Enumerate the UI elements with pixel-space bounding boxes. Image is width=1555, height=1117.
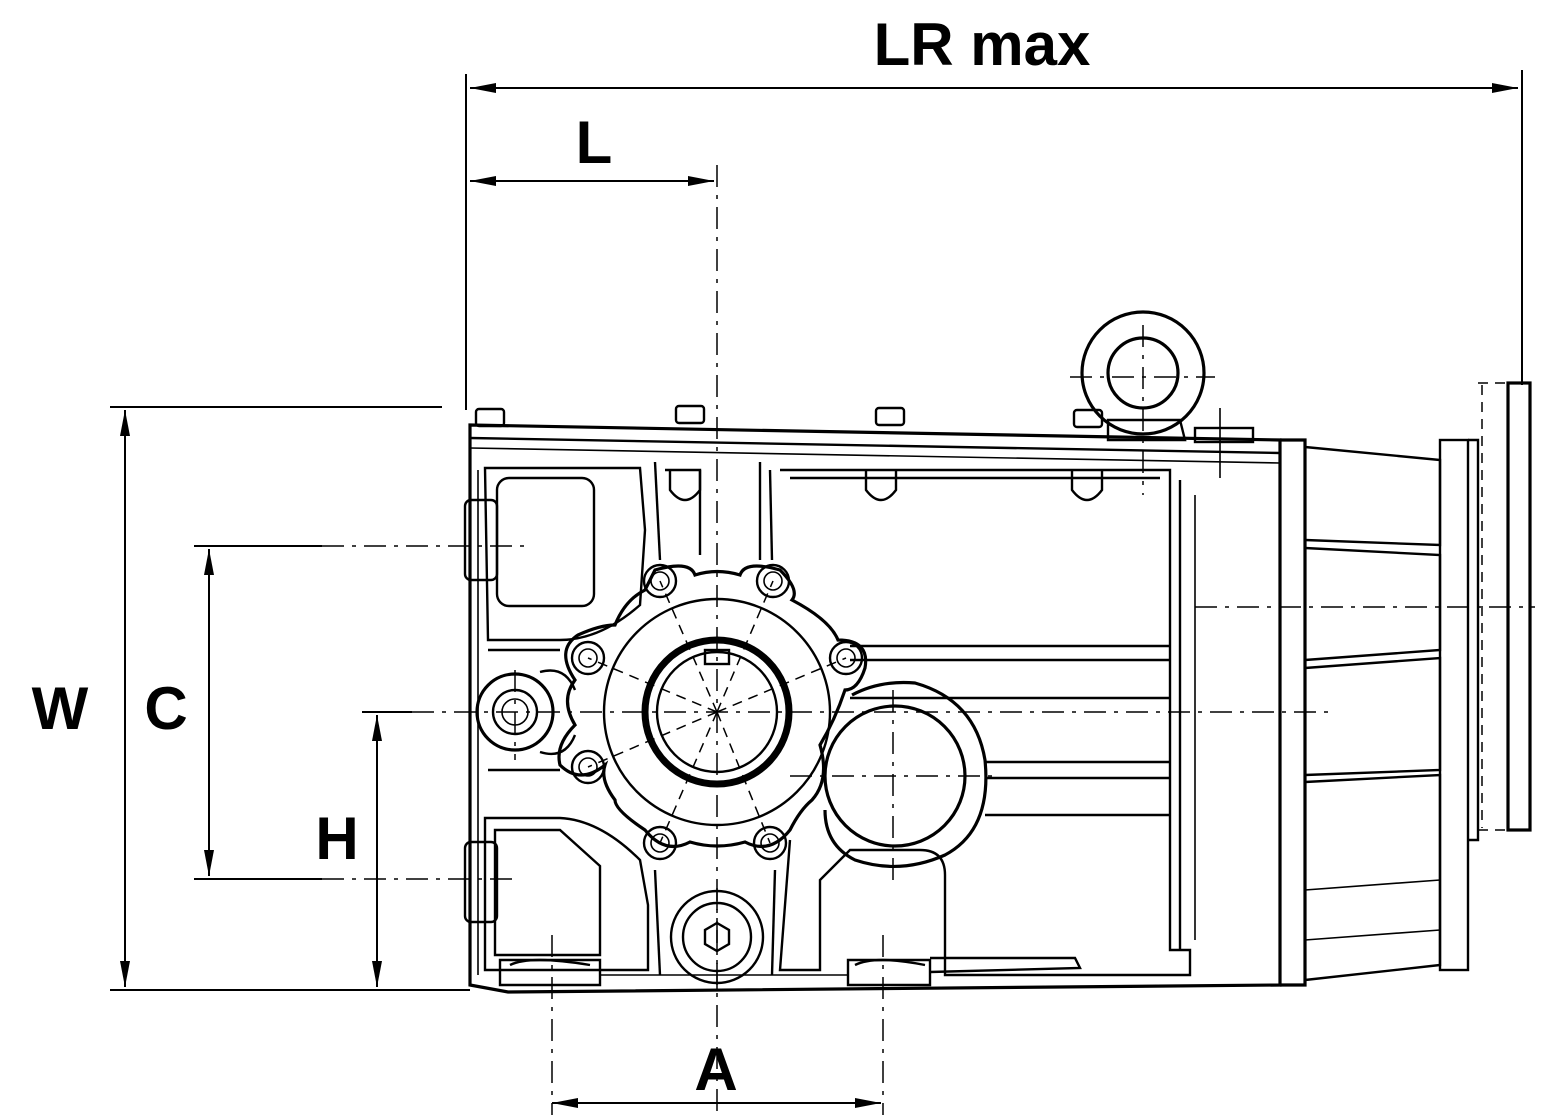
flange-bolt-holes	[570, 563, 864, 861]
label-l: L	[576, 109, 613, 176]
intermediate-bearing	[823, 680, 988, 868]
label-w: W	[32, 675, 89, 742]
motor-adapter	[1178, 381, 1532, 987]
left-boss	[475, 669, 577, 756]
label-c: C	[144, 675, 187, 742]
dimension-lines	[110, 70, 1523, 1108]
gearbox-housing	[463, 404, 1282, 994]
label-lr-max: LR max	[874, 11, 1091, 78]
dimension-labels: LR max L W C H A	[32, 11, 1091, 1103]
label-a: A	[694, 1036, 737, 1103]
label-h: H	[315, 805, 358, 872]
lifting-eye	[1080, 310, 1255, 478]
radial-lines	[587, 580, 847, 844]
output-flange	[557, 563, 868, 861]
